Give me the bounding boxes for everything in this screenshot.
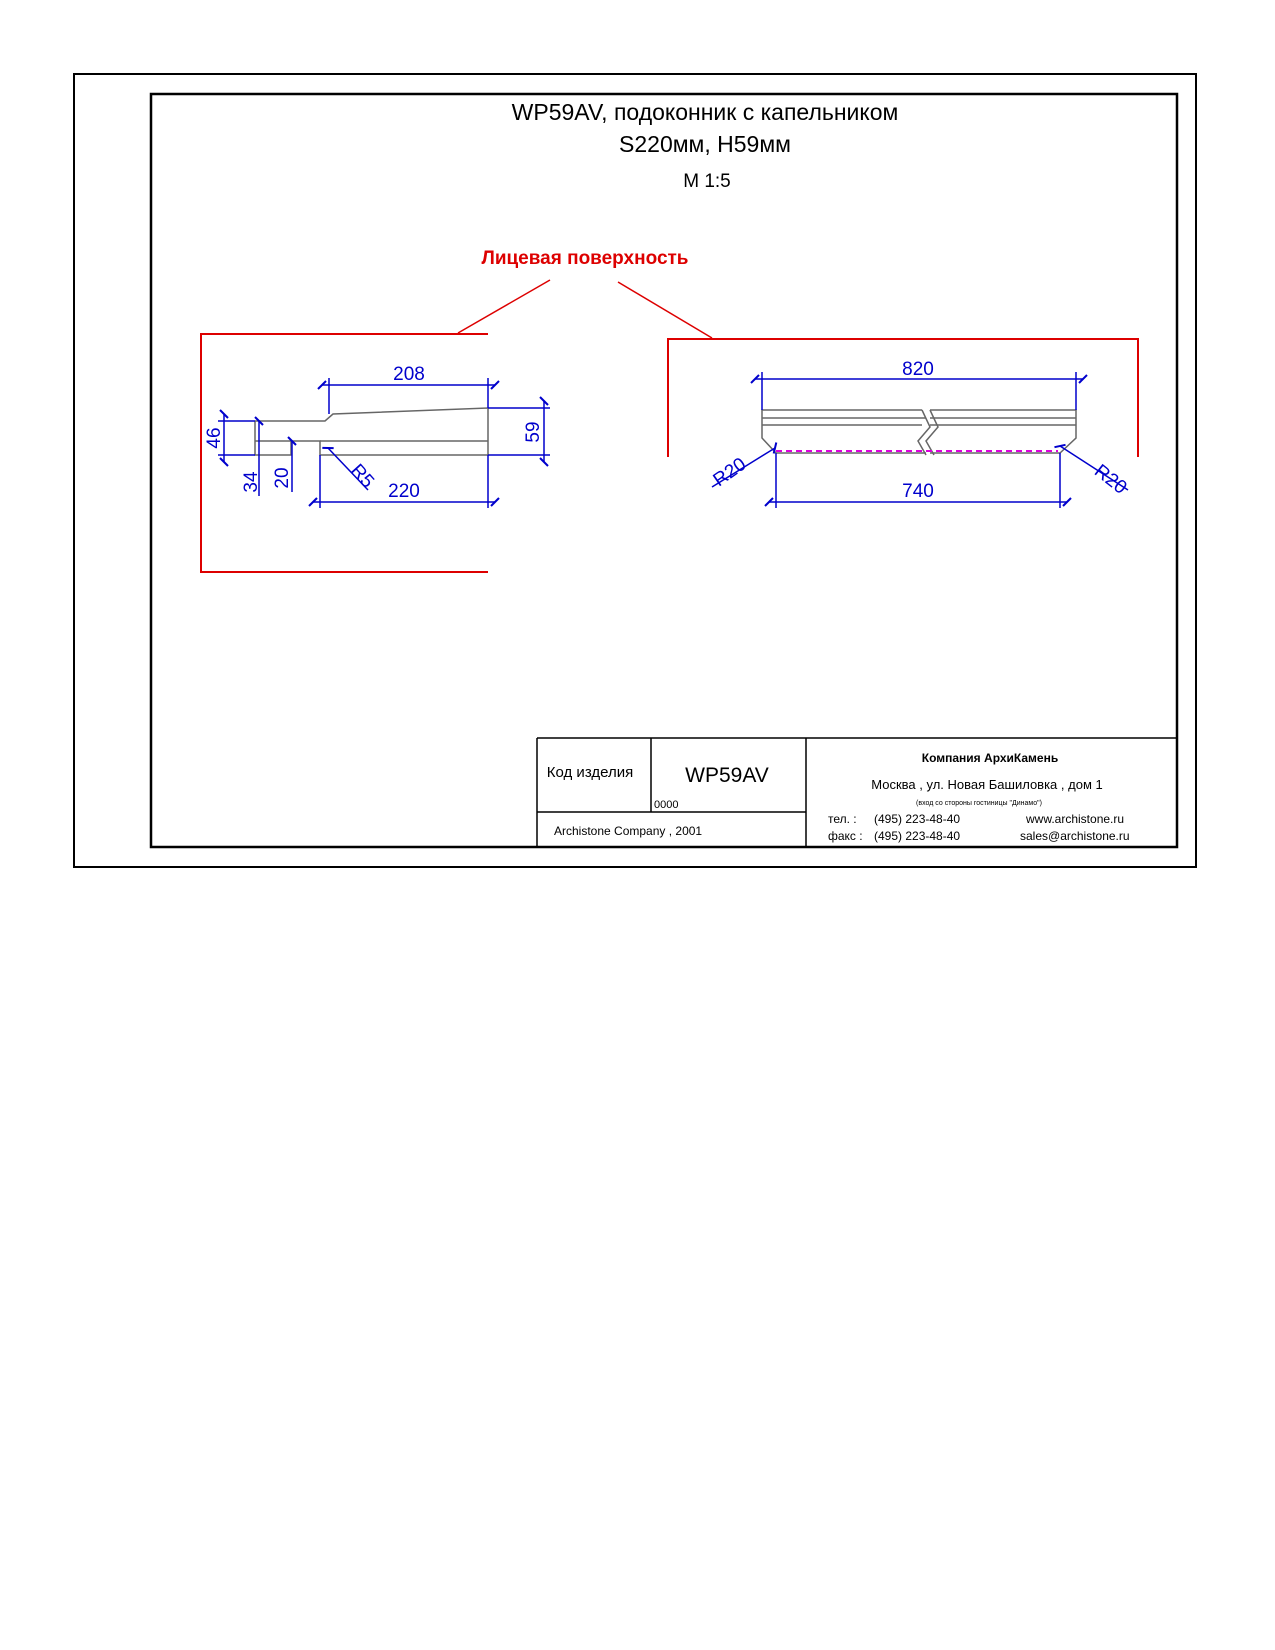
inner-frame: [149, 92, 1179, 849]
dim-46-label: 46: [204, 427, 225, 448]
face-leader-left: [457, 279, 551, 334]
stamp-copyright: Archistone Company , 2001: [554, 824, 702, 838]
dim-20-label: 20: [272, 467, 293, 488]
stamp-company: Компания АрхиКамень: [922, 751, 1058, 765]
dim-820: [750, 372, 1088, 410]
face-bracket-right: [667, 338, 1139, 457]
dim-820-label: 820: [902, 359, 934, 380]
stamp-email: sales@archistone.ru: [1020, 829, 1130, 843]
stamp-code-value: WP59AV: [685, 764, 769, 787]
dim-740: [764, 453, 1072, 508]
dim-r5-leader: [322, 446, 369, 491]
stamp-fax-label: факс :: [828, 829, 863, 843]
stamp-address-note: (вход со стороны гостиницы "Динамо"): [916, 800, 1042, 807]
stamp-phone-label: тел. :: [828, 812, 857, 826]
front-view-outline: [761, 409, 1077, 456]
title-line1: WP59AV, подоконник с капельником: [512, 99, 899, 125]
stamp-frame: [536, 737, 1177, 847]
stamp-code-number: 0000: [654, 799, 678, 811]
section-profile: [254, 407, 489, 456]
dim-34-label: 34: [241, 471, 262, 493]
dim-220: [308, 455, 500, 508]
face-bracket-left: [200, 333, 488, 573]
dim-46: [218, 409, 255, 467]
dim-59: [488, 396, 550, 467]
title-line2: S220мм, H59мм: [619, 131, 791, 157]
stamp-phone: (495) 223-48-40: [874, 812, 960, 826]
dim-59-label: 59: [523, 421, 544, 442]
dim-r5-label: R5: [346, 460, 378, 492]
title-scale: М 1:5: [683, 171, 731, 192]
stamp-website: www.archistone.ru: [1025, 812, 1124, 826]
dim-r20-left-leader: [711, 442, 778, 488]
dim-740-label: 740: [902, 481, 934, 502]
dim-r20-right-label: R20: [1090, 461, 1130, 499]
stamp-code-label: Код изделия: [547, 764, 633, 781]
face-surface-label: Лицевая поверхность: [481, 248, 688, 269]
dim-r20-right-leader: [1054, 443, 1129, 491]
dim-220-label: 220: [388, 481, 420, 502]
outer-frame: [73, 73, 1197, 868]
stamp-address: Москва , ул. Новая Башиловка , дом 1: [871, 777, 1102, 792]
stamp-fax: (495) 223-48-40: [874, 829, 960, 843]
dim-208-label: 208: [393, 364, 425, 385]
dim-208: [317, 378, 500, 414]
face-leader-right: [617, 281, 713, 339]
